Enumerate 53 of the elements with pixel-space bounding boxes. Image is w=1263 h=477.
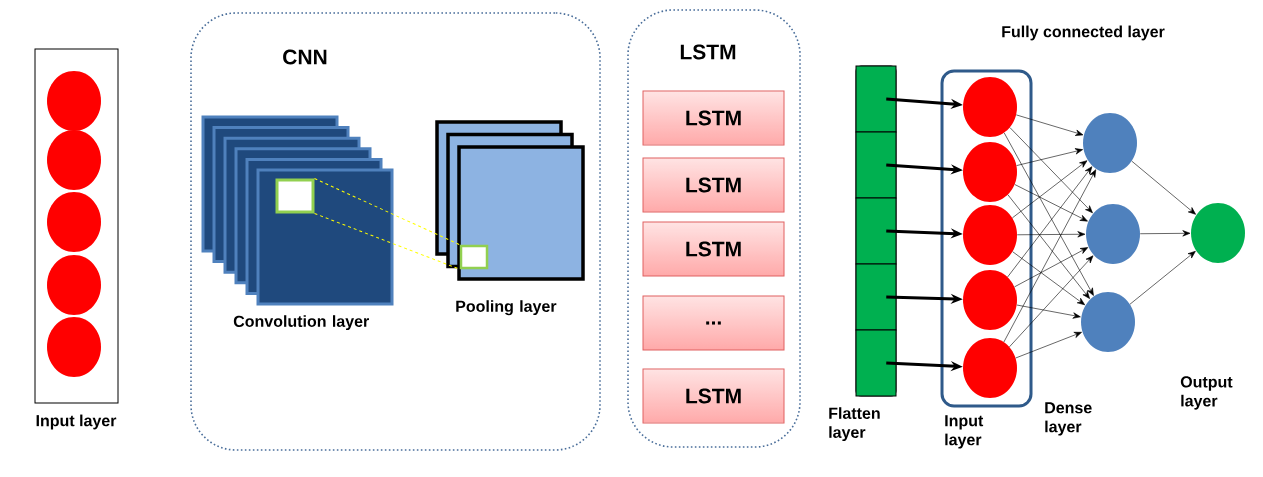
arrow bbox=[1139, 230, 1191, 237]
layer-label: Fully connected layer bbox=[1002, 25, 1165, 41]
arrow bbox=[1016, 148, 1083, 166]
arrow bbox=[1009, 127, 1093, 214]
neuron-circle bbox=[1191, 203, 1245, 263]
arrow bbox=[1014, 184, 1088, 222]
arrow bbox=[1012, 251, 1085, 306]
neuron-circle bbox=[963, 270, 1017, 330]
lstm-cell: LSTM bbox=[642, 157, 785, 213]
lstm-cell: LSTM bbox=[642, 221, 785, 277]
arrow bbox=[1003, 169, 1097, 343]
arrow bbox=[1012, 160, 1088, 219]
group-title: CNN bbox=[283, 49, 327, 65]
flatten-cell bbox=[855, 197, 897, 265]
neuron-circle bbox=[47, 317, 101, 377]
arrow bbox=[1007, 166, 1093, 278]
projection-line bbox=[314, 213, 461, 270]
layer-label: Input layer bbox=[36, 414, 117, 430]
layer-label: Convolution layer bbox=[233, 315, 369, 331]
arrow bbox=[1007, 194, 1090, 299]
flatten-cell bbox=[855, 131, 897, 199]
neuron-circle bbox=[963, 338, 1017, 398]
group-title: LSTM bbox=[680, 44, 736, 60]
neuron-circle bbox=[47, 71, 101, 131]
flatten-cell bbox=[855, 329, 897, 397]
neuron-circle bbox=[1081, 292, 1135, 352]
arrow bbox=[1014, 247, 1089, 288]
neuron-circle bbox=[1083, 113, 1137, 173]
layer-label: Pooling layer bbox=[456, 300, 557, 316]
arrow bbox=[1129, 251, 1196, 305]
neuron-circle bbox=[47, 130, 101, 190]
arrow bbox=[1003, 132, 1094, 296]
layer-label: Flatten layer bbox=[829, 407, 880, 442]
arrow bbox=[1015, 114, 1084, 136]
neuron-circle bbox=[47, 255, 101, 315]
flatten-cell bbox=[855, 65, 897, 133]
layer-label: Input layer bbox=[945, 415, 984, 449]
arrow bbox=[1016, 304, 1081, 319]
arrow bbox=[1016, 231, 1086, 238]
layer-label: Output layer bbox=[1180, 376, 1233, 410]
arrow bbox=[1015, 332, 1082, 359]
arrow bbox=[1131, 160, 1196, 215]
neuron-circle bbox=[963, 205, 1017, 265]
neuron-circle bbox=[1086, 204, 1140, 264]
layer-label: Dense layer bbox=[1045, 402, 1092, 436]
neuron-circle bbox=[47, 192, 101, 252]
lstm-cell: LSTM bbox=[642, 90, 785, 146]
arrow bbox=[1009, 255, 1094, 348]
lstm-cell: ... bbox=[642, 295, 785, 351]
neuron-circle bbox=[963, 142, 1017, 202]
neuron-circle bbox=[963, 77, 1017, 137]
flatten-cell bbox=[855, 263, 897, 331]
lstm-cell: LSTM bbox=[642, 368, 785, 424]
